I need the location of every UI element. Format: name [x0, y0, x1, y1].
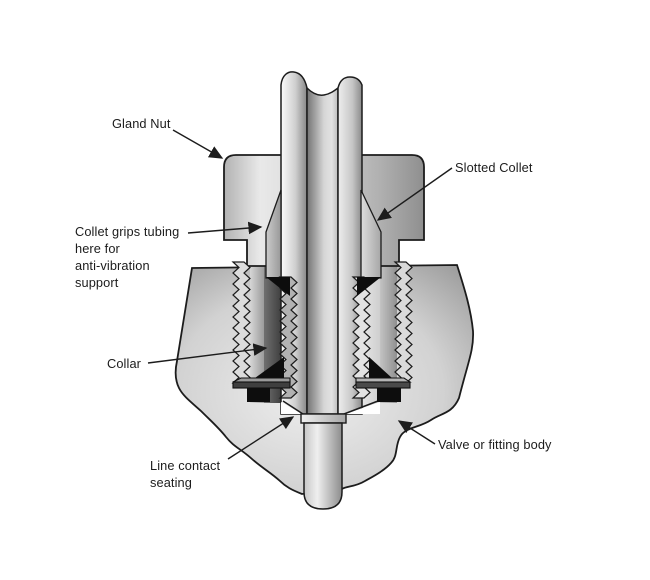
label-collet-grips-line3: anti-vibration — [75, 258, 150, 273]
leader-collar — [147, 343, 268, 364]
label-collet-grips-line4: support — [75, 275, 119, 290]
collar-block-right — [377, 388, 401, 402]
collar-left-outer-column — [250, 266, 267, 403]
collar-block-left — [247, 388, 270, 402]
label-valve-body: Valve or fitting body — [438, 437, 552, 452]
label-collet-grips-line1: Collet grips tubing — [75, 224, 179, 239]
collar-flange-right-top — [355, 377, 412, 383]
grip-wedge-upper-right — [357, 277, 381, 296]
grip-wedge-upper-left — [266, 277, 290, 296]
leader-collet-grips — [187, 221, 263, 235]
slotted-collet-right — [360, 189, 382, 279]
label-line-contact-line1: Line contact — [150, 458, 221, 473]
collar-right-outer-column — [380, 266, 397, 403]
label-slotted-collet: Slotted Collet — [455, 160, 533, 175]
tube-end-cylinder — [303, 422, 343, 510]
leader-valve-body — [397, 420, 436, 445]
grip-wedge-lower-right — [369, 357, 392, 378]
leader-slotted-collet — [376, 167, 453, 221]
collar-flange-left-top — [232, 377, 291, 383]
collar-flange-right-front — [355, 381, 411, 389]
thread-right-inner — [351, 276, 371, 399]
collar-flange-left-front — [232, 381, 291, 389]
grip-wedge-lower-left — [255, 357, 284, 378]
tube-bore — [306, 86, 339, 415]
seat-gap-left — [281, 402, 302, 414]
leader-line-contact — [227, 416, 295, 460]
label-collar: Collar — [107, 356, 142, 371]
leader-gland-nut — [172, 129, 224, 159]
seat-cone-left — [282, 400, 304, 415]
label-line-contact-line2: seating — [150, 475, 192, 490]
label-collet-grips-line2: here for — [75, 241, 121, 256]
thread-left-inner — [278, 276, 298, 399]
seat-cone-right — [343, 400, 379, 415]
slotted-collet-left — [265, 189, 282, 279]
tube-end-shoulder — [300, 413, 347, 424]
label-gland-nut: Gland Nut — [112, 116, 171, 131]
